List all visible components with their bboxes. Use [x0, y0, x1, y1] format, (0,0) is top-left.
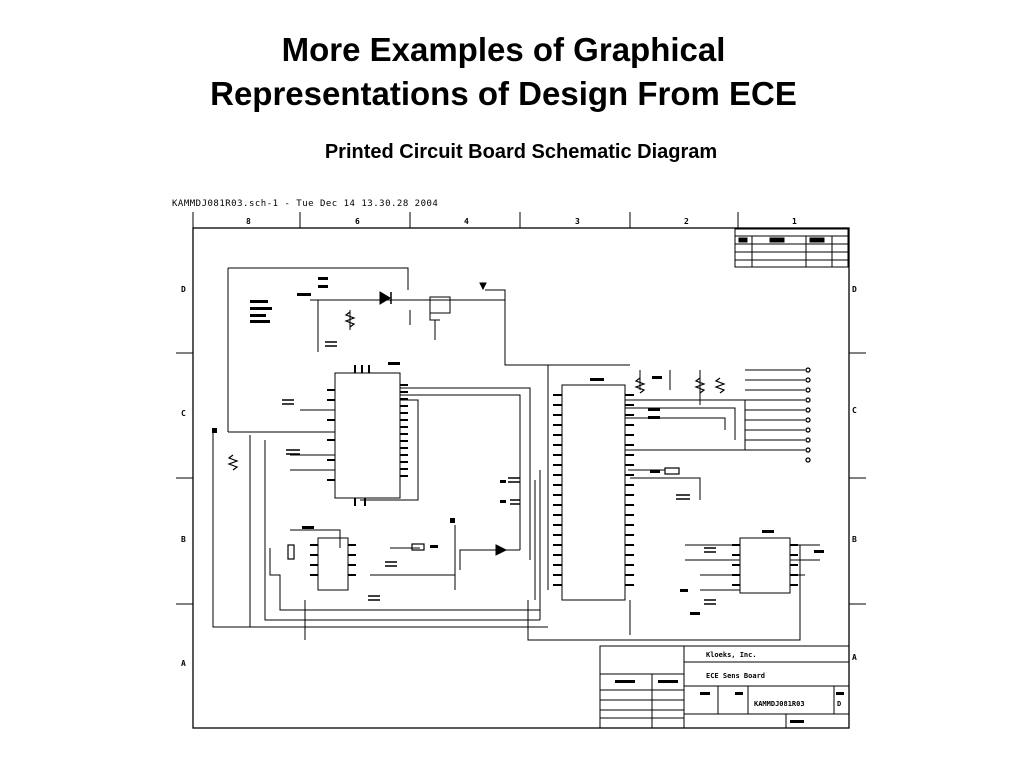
row-marker: D [181, 285, 186, 294]
revision-block [734, 228, 849, 268]
title-line-1: More Examples of Graphical [281, 31, 726, 68]
components [227, 282, 811, 605]
component-label-marks [212, 277, 844, 723]
title-block-text: Kloeks, Inc. ECE Sens Board KAMMDJ081R03… [706, 651, 841, 708]
resistors [227, 311, 726, 560]
column-ticks [192, 212, 739, 228]
col-marker: 4 [464, 217, 469, 226]
col-marker: 2 [684, 217, 689, 226]
col-marker: 8 [246, 217, 251, 226]
connector-right [805, 367, 811, 463]
board-name: ECE Sens Board [706, 672, 765, 680]
slide-title: More Examples of Graphical Representatio… [0, 28, 1007, 116]
ground-symbol [479, 282, 487, 291]
row-marker: C [181, 409, 186, 418]
row-markers-left: D C B A [181, 285, 186, 668]
row-markers-right: D C B A [852, 285, 857, 662]
title-line-2: Representations of Design From ECE [210, 75, 797, 112]
ic-driver [739, 537, 791, 594]
slide-subtitle: Printed Circuit Board Schematic Diagram [324, 141, 718, 163]
row-marker: A [181, 659, 186, 668]
row-marker: C [852, 406, 857, 415]
row-marker: B [852, 535, 857, 544]
ic-regulator [317, 537, 349, 591]
schematic-diagram: 8 6 4 3 2 1 D C B A D C B A [176, 212, 866, 729]
row-ticks [176, 352, 866, 605]
led-symbol [495, 544, 508, 556]
row-marker: B [181, 535, 186, 544]
revision-letter: D [837, 700, 841, 708]
col-marker: 6 [355, 217, 360, 226]
column-markers: 8 6 4 3 2 1 [246, 217, 797, 226]
transistor-top [429, 296, 451, 314]
diode-top [379, 291, 391, 305]
row-marker: A [852, 653, 857, 662]
document-number: KAMMDJ081R03 [754, 700, 805, 708]
capacitors [282, 341, 716, 605]
company-name: Kloeks, Inc. [706, 651, 757, 659]
ic-processor [561, 384, 626, 601]
col-marker: 1 [792, 217, 797, 226]
col-marker: 3 [575, 217, 580, 226]
ic-microcontroller [334, 372, 401, 499]
row-marker: D [852, 285, 857, 294]
title-block [599, 645, 850, 729]
schematic-header: KAMMDJ081R03.sch-1 - Tue Dec 14 13.30.28… [172, 199, 439, 209]
wiring [212, 267, 820, 641]
